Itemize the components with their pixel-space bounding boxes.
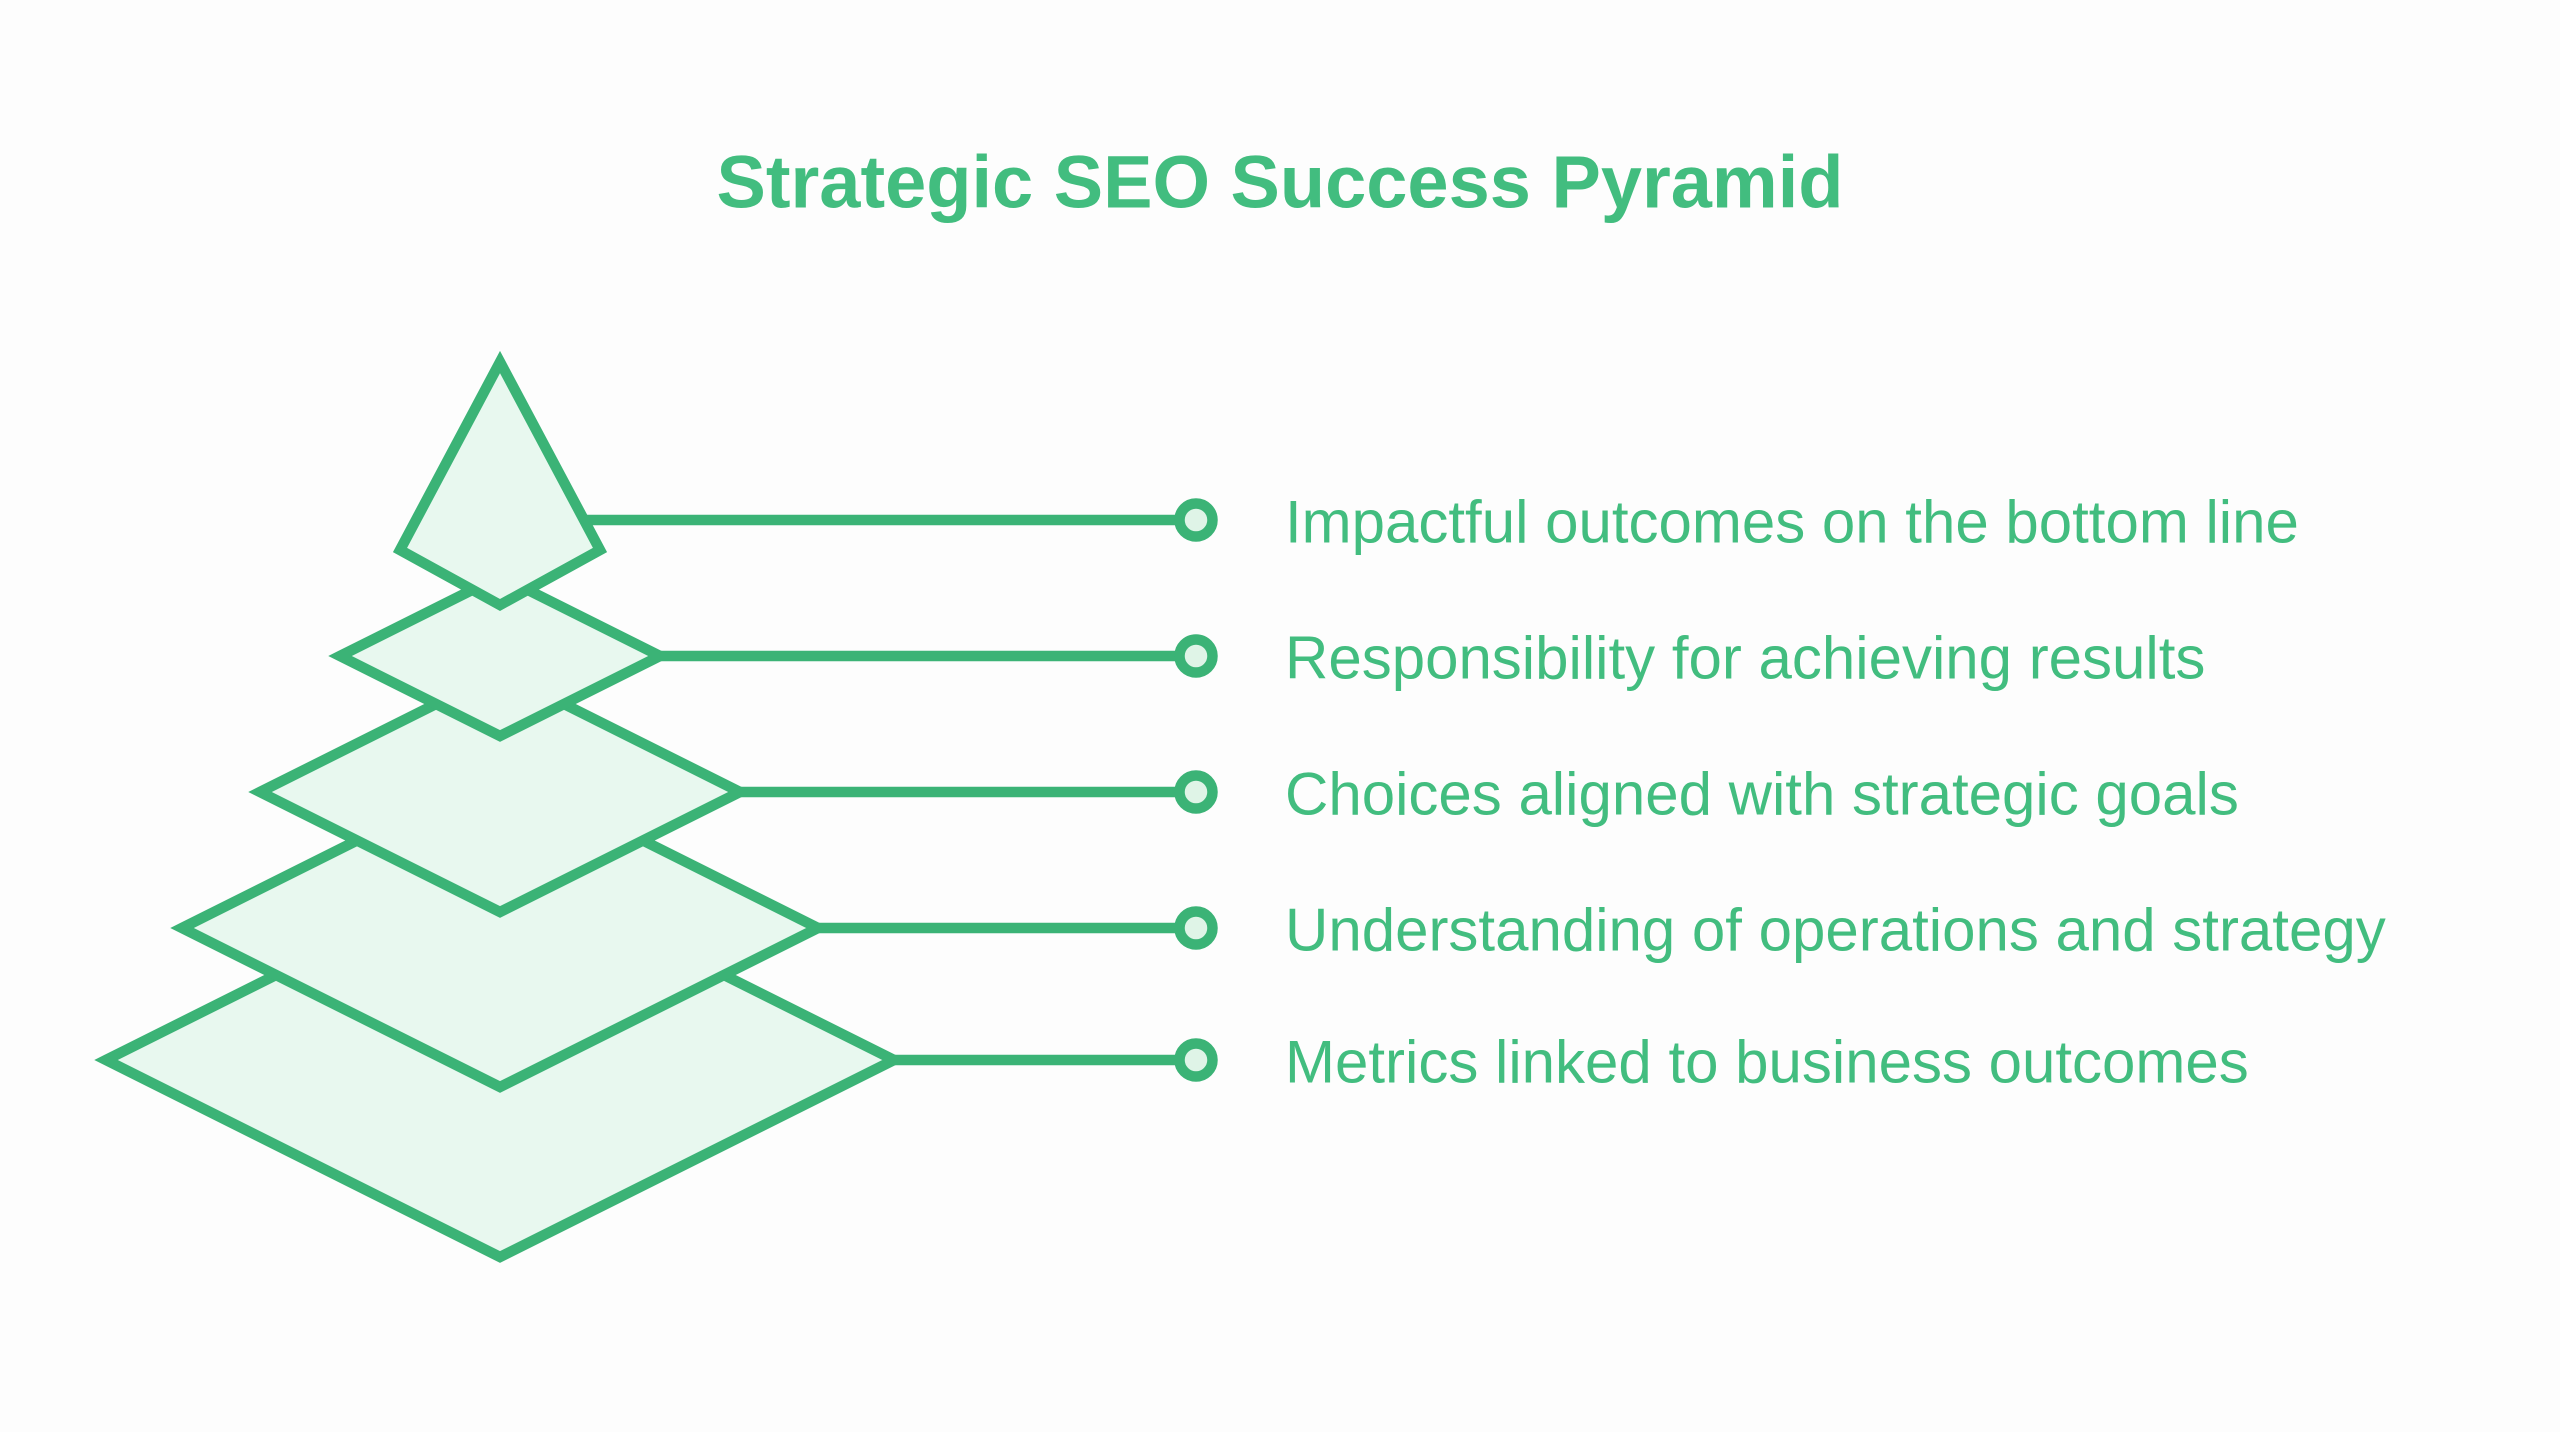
level-label-4: Understanding of operations and strategy: [1285, 897, 2386, 964]
level-label-1: Impactful outcomes on the bottom line: [1285, 489, 2299, 556]
bullet-ring-icon-3: [1174, 770, 1218, 814]
pyramid-layer-2: [328, 570, 672, 742]
level-label-3: Choices aligned with strategic goals: [1285, 761, 2239, 828]
level-label-2: Responsibility for achieving results: [1285, 625, 2205, 692]
pyramid-layer-1: [392, 350, 608, 611]
bullet-ring-icon-4: [1174, 906, 1218, 950]
bullet-ring-icon-1: [1174, 498, 1218, 542]
level-label-5: Metrics linked to business outcomes: [1285, 1029, 2249, 1096]
bullet-ring-icon-2: [1174, 634, 1218, 678]
diagram-title: Strategic SEO Success Pyramid: [717, 141, 1844, 224]
pyramid-layer-3: [248, 666, 752, 918]
bullet-ring-icon-5: [1174, 1038, 1218, 1082]
